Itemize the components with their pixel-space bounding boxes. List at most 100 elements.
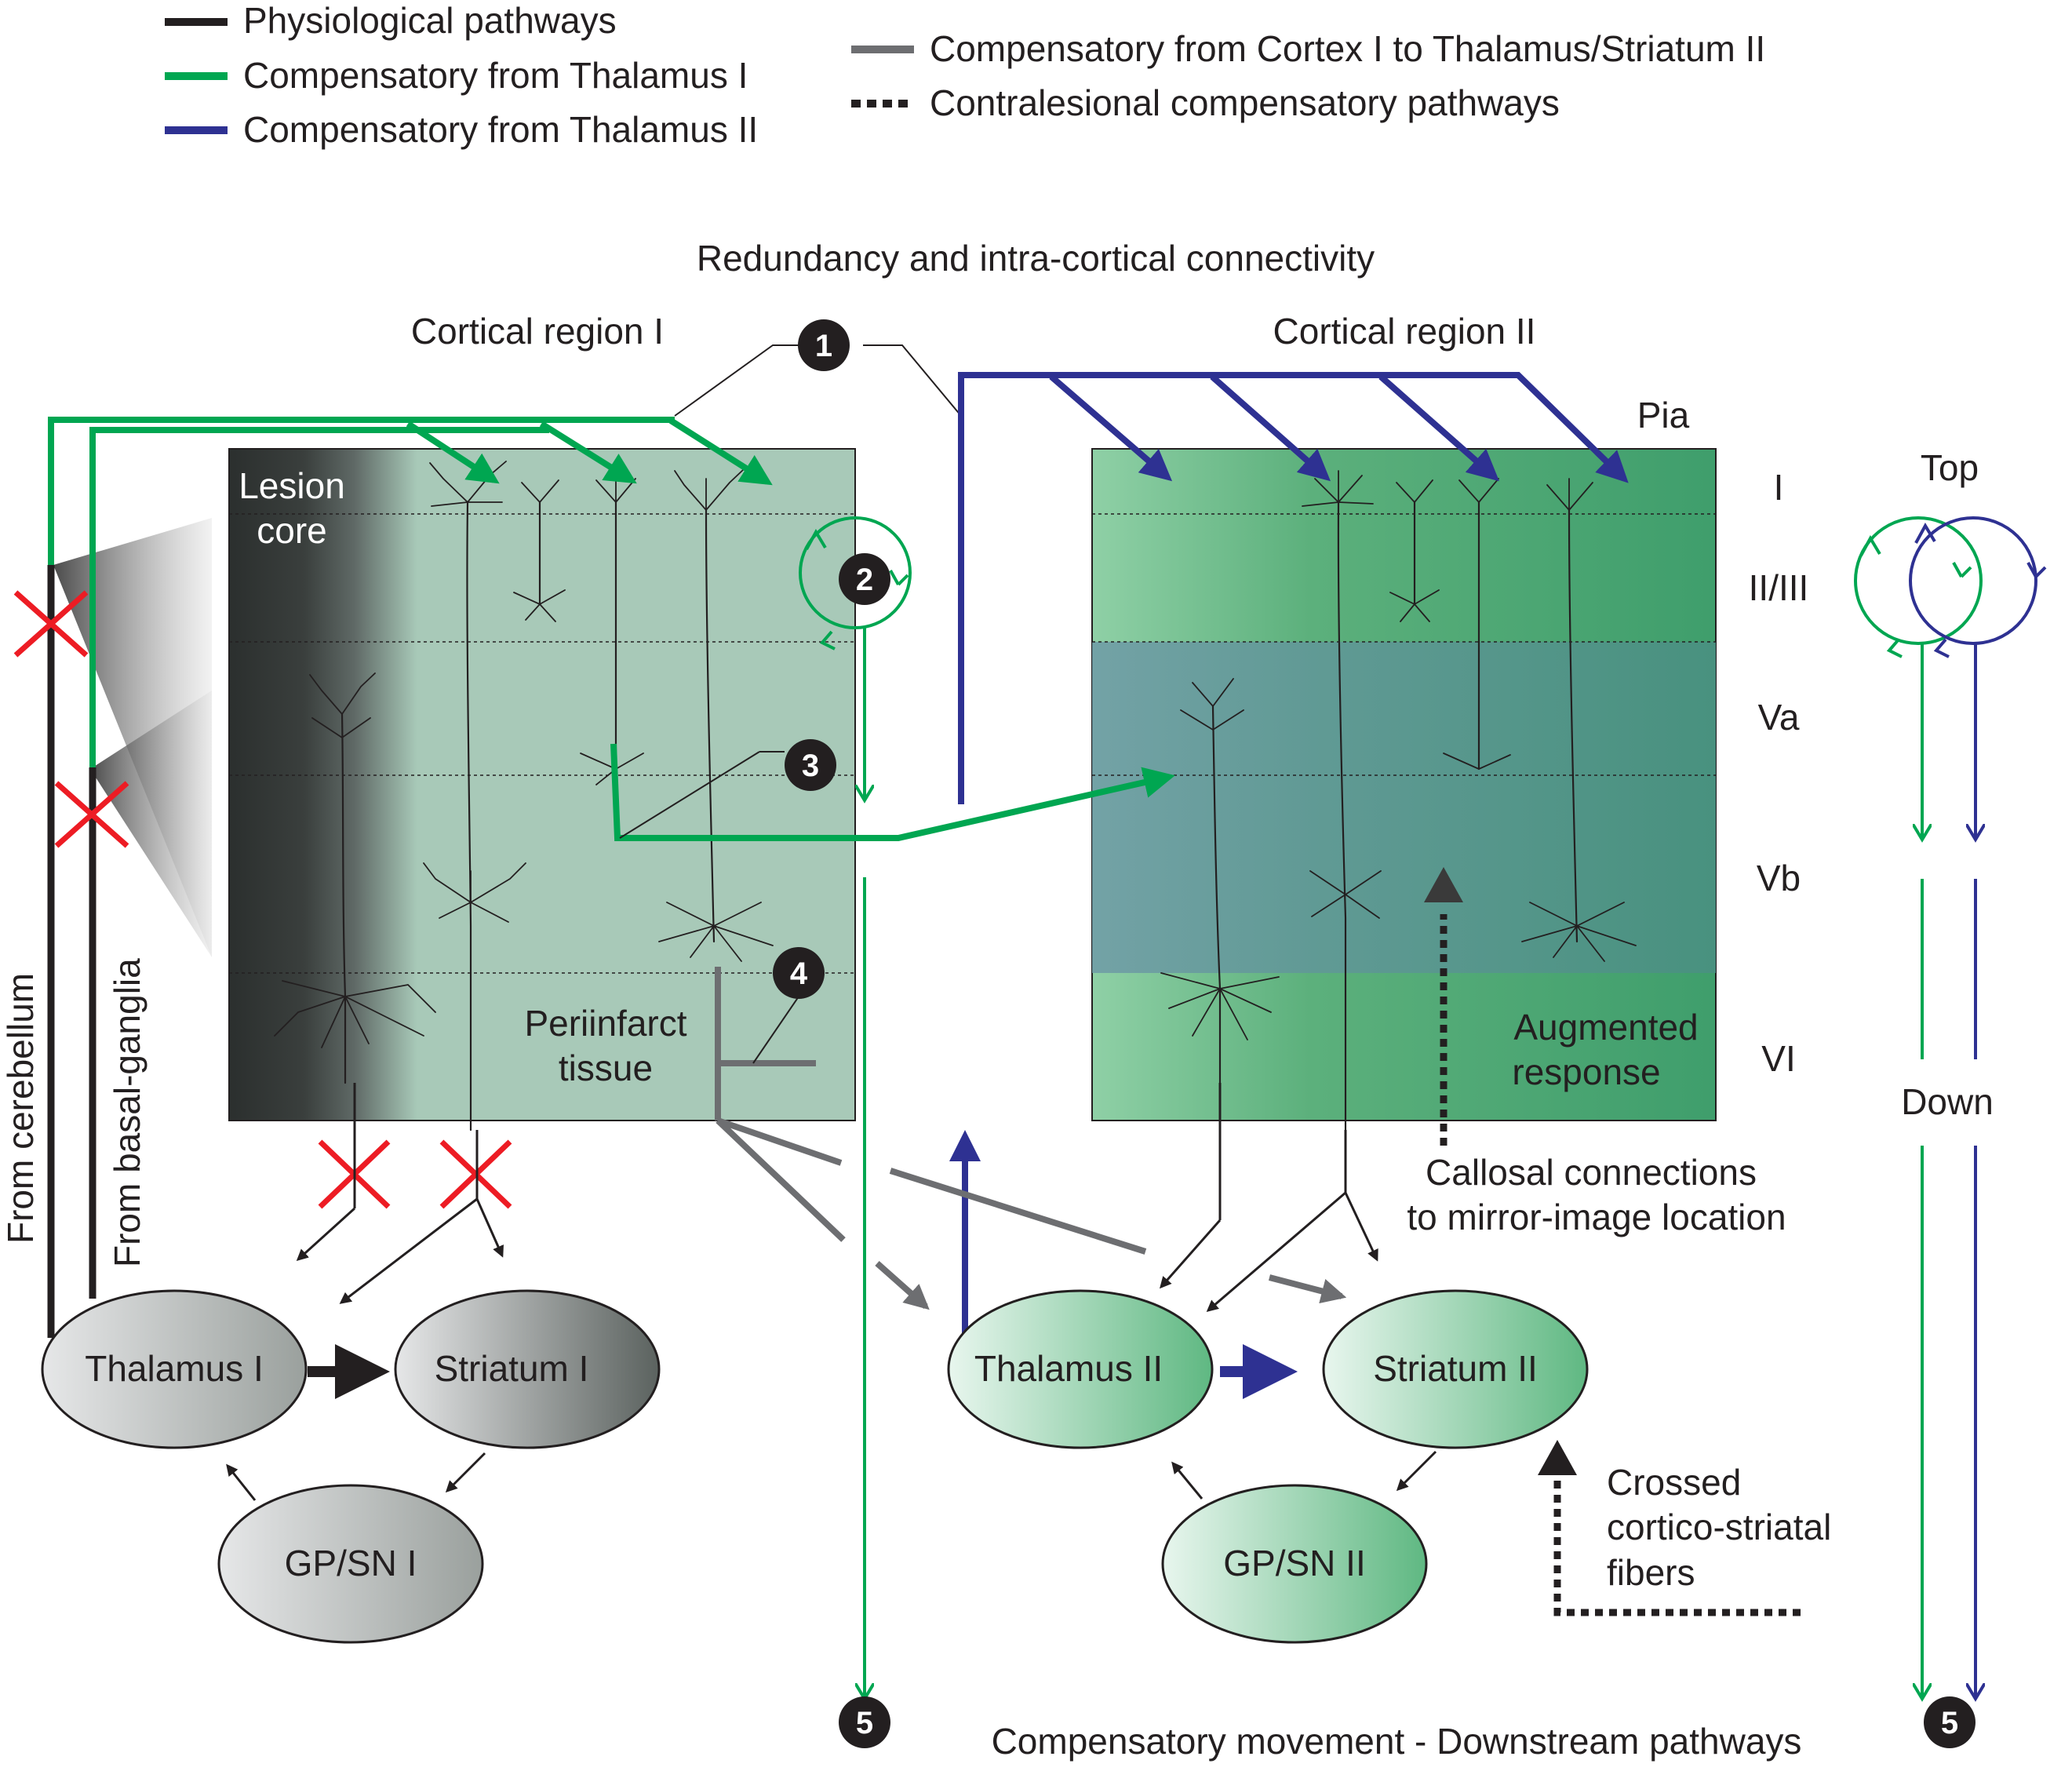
loop-arrowhead	[2026, 562, 2047, 578]
thalamus1-arrow	[539, 421, 637, 484]
gray-pathway	[716, 1118, 846, 1242]
cortex1-title: Cortical region I	[411, 311, 664, 352]
layer5-band	[1092, 642, 1716, 973]
gray-pathway	[716, 1117, 843, 1166]
thalamus2-arrow	[1049, 374, 1173, 482]
thalamus2-arrow	[1378, 374, 1499, 482]
physio-arrow	[226, 1463, 257, 1501]
legend-label: Contralesional compensatory pathways	[930, 82, 1560, 123]
badge4-connector	[752, 996, 799, 1064]
loop2-arrowhead	[889, 570, 909, 586]
contralesional-pathways	[1424, 867, 1801, 1616]
badge-5	[1924, 1696, 1976, 1748]
crossed-fibers-dotted	[1553, 1479, 1801, 1616]
physio-arrow	[339, 1197, 478, 1304]
cerebellum-label: From cerebellum	[0, 973, 41, 1244]
diagram-title: Redundancy and intra-cortical connectivi…	[697, 238, 1375, 279]
node-label: Striatum II	[1373, 1348, 1538, 1389]
gpsn1-node	[217, 1484, 484, 1644]
bottom-caption: Compensatory movement - Downstream pathw…	[992, 1721, 1802, 1762]
striatum2-node	[1322, 1289, 1589, 1449]
badge-1	[798, 319, 850, 371]
thalamus2-arrow	[1210, 374, 1331, 482]
legend-label: Compensatory from Thalamus I	[243, 55, 748, 96]
cortex2-title: Cortical region II	[1273, 311, 1536, 352]
thalamus1-arrow	[668, 417, 773, 486]
nodes-region2: Thalamus II Striatum II GP/SN II	[947, 1289, 1589, 1644]
badge3-connector	[619, 751, 760, 839]
layer-label: Vb	[1757, 858, 1801, 898]
thalamus1-pathways	[48, 417, 1175, 1699]
node-label: GP/SN II	[1223, 1543, 1365, 1583]
legend-label: Physiological pathways	[243, 0, 617, 41]
physiological-arrows	[226, 1083, 1437, 1501]
badge-label: 5	[856, 1706, 873, 1740]
striatum1-node	[394, 1289, 661, 1449]
callosal-label: to mirror-image location	[1407, 1197, 1786, 1237]
physio-arrow	[1396, 1450, 1437, 1492]
thalamus2-pathway	[958, 372, 1629, 804]
badge-3	[785, 739, 836, 791]
augmented-label: response	[1512, 1051, 1660, 1092]
physio-arrow	[1171, 1461, 1204, 1500]
badge-4	[773, 947, 825, 999]
legend-label: Compensatory from Cortex I to Thalamus/S…	[930, 28, 1765, 69]
badge-label: 1	[815, 329, 832, 363]
cortex2-panel: Augmented response Pia	[1091, 395, 1717, 1131]
thalamus1-node	[41, 1289, 308, 1449]
physio-arrow	[1206, 1191, 1346, 1312]
lesion-wedge	[90, 691, 212, 957]
nodes-region1: Thalamus I Striatum I GP/SN I	[41, 1289, 661, 1644]
node-label: Thalamus I	[85, 1348, 264, 1389]
crossed-label: fibers	[1607, 1552, 1695, 1593]
loop-arrowhead	[1859, 534, 1881, 556]
top-label: Top	[1921, 447, 1979, 488]
physio-arrow	[445, 1452, 486, 1493]
loop-arrowhead	[1886, 638, 1903, 658]
physio-arrow	[475, 1198, 504, 1258]
cortex1-box	[228, 448, 856, 1121]
basal-ganglia-label: From basal-ganglia	[107, 958, 147, 1267]
lesion-core-label: core	[257, 510, 326, 551]
neurons-cortex1	[274, 461, 774, 1131]
periinfarct-label: tissue	[559, 1048, 653, 1088]
lesion-x-icon	[54, 781, 129, 848]
layer-label: II/III	[1749, 567, 1809, 608]
layer-label: I	[1774, 467, 1784, 508]
crossed-label: Crossed	[1607, 1462, 1741, 1503]
cortex1-to-region2-pathways	[715, 967, 1347, 1310]
top-loop-blue	[1909, 516, 2037, 645]
physio-arrow	[296, 1207, 356, 1262]
top-down-schematic: Top Down	[1854, 447, 2047, 1699]
thalamus1-pathway	[610, 743, 1175, 841]
loop-arrowhead	[1952, 562, 1972, 578]
callosal-label: Callosal connections	[1426, 1152, 1757, 1193]
crossed-arrowhead	[1538, 1440, 1577, 1475]
top-loop-green	[1854, 516, 1983, 645]
gray-pathway	[889, 1168, 1147, 1255]
layer-label: Va	[1758, 697, 1800, 738]
loop2-circle	[799, 516, 912, 629]
lesion-core-label: Lesion	[239, 465, 345, 506]
neurons-cortex2	[1160, 470, 1637, 1131]
gray-arrow-thalamus2	[875, 1261, 930, 1310]
loop-arrowhead	[1933, 638, 1950, 658]
layer-label: VI	[1761, 1038, 1795, 1079]
badge-label: 2	[856, 563, 873, 597]
node-label: GP/SN I	[285, 1543, 417, 1583]
loop2-arrowhead	[805, 528, 827, 550]
legend-label: Compensatory from Thalamus II	[243, 109, 758, 150]
loop2-arrowhead	[819, 630, 836, 650]
periinfarct-label: Periinfarct	[524, 1003, 686, 1044]
badge-label: 5	[1941, 1706, 1958, 1740]
legend: Physiological pathways Compensatory from…	[165, 0, 1765, 150]
badge-label: 3	[802, 749, 819, 783]
cortex1-panel: Lesion core Periinfarct tissue	[228, 448, 856, 1131]
gpsn2-node	[1161, 1484, 1428, 1644]
layer-labels: I II/III Va Vb VI	[1749, 467, 1809, 1079]
augmented-label: Augmented	[1513, 1007, 1698, 1048]
badge-5	[839, 1696, 890, 1748]
thalamus1-pathway	[48, 417, 675, 565]
lesion-x-icon	[13, 590, 89, 658]
thalamus1-pathway	[89, 427, 549, 767]
